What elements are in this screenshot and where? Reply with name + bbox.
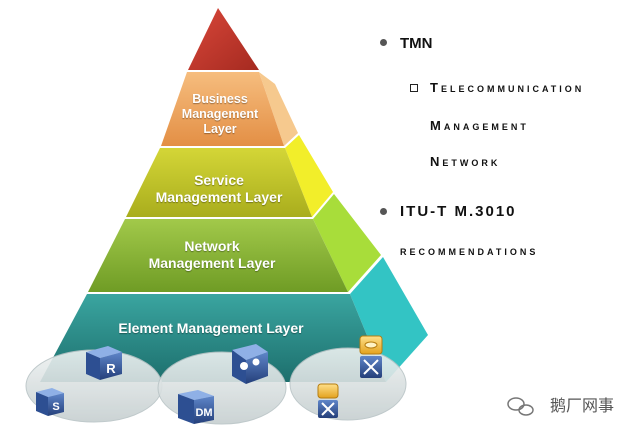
layer-service [126, 148, 312, 217]
switch-cube-icon [317, 383, 339, 418]
layer-network-label: Network Management Layer [148, 238, 276, 271]
bullet-itu [380, 208, 387, 215]
tmn-sub-line1: Telecommunication [430, 80, 585, 95]
svg-text:DM: DM [195, 407, 212, 419]
layer-business [161, 72, 284, 146]
svg-text:S: S [52, 401, 59, 413]
itu-line2: recommendations [400, 243, 539, 258]
layer-business-label: Business Management Layer [181, 92, 259, 136]
device-disc-right [289, 347, 407, 421]
tmn-sub-line2: Management [430, 118, 529, 133]
side-face-network [313, 194, 381, 292]
bullet-tmn [380, 39, 387, 46]
svg-text:R: R [106, 361, 116, 376]
apex [188, 8, 259, 70]
layer-element-label: Element Management Layer [118, 320, 304, 336]
layer-network [88, 219, 348, 292]
side-face-service [285, 135, 333, 217]
itu-title: ITU-T M.3010 [400, 203, 517, 220]
side-face-element [350, 257, 428, 382]
watermark-logo-icon [507, 397, 534, 416]
layer-service-label: Service Management Layer [155, 172, 283, 205]
switch-module-icon [359, 335, 383, 378]
tmn-sub-line3: Network [430, 154, 501, 169]
bullet-tmn-sub [410, 84, 418, 92]
router-icon: R [86, 346, 122, 380]
server-icon: S [36, 388, 64, 416]
side-face-business [259, 72, 298, 146]
tmn-title: TMN [400, 35, 433, 52]
mux-cube-icon: DM [178, 390, 214, 424]
gear-cube-icon [232, 344, 268, 384]
watermark-text: 鹅厂网事 [549, 396, 614, 415]
